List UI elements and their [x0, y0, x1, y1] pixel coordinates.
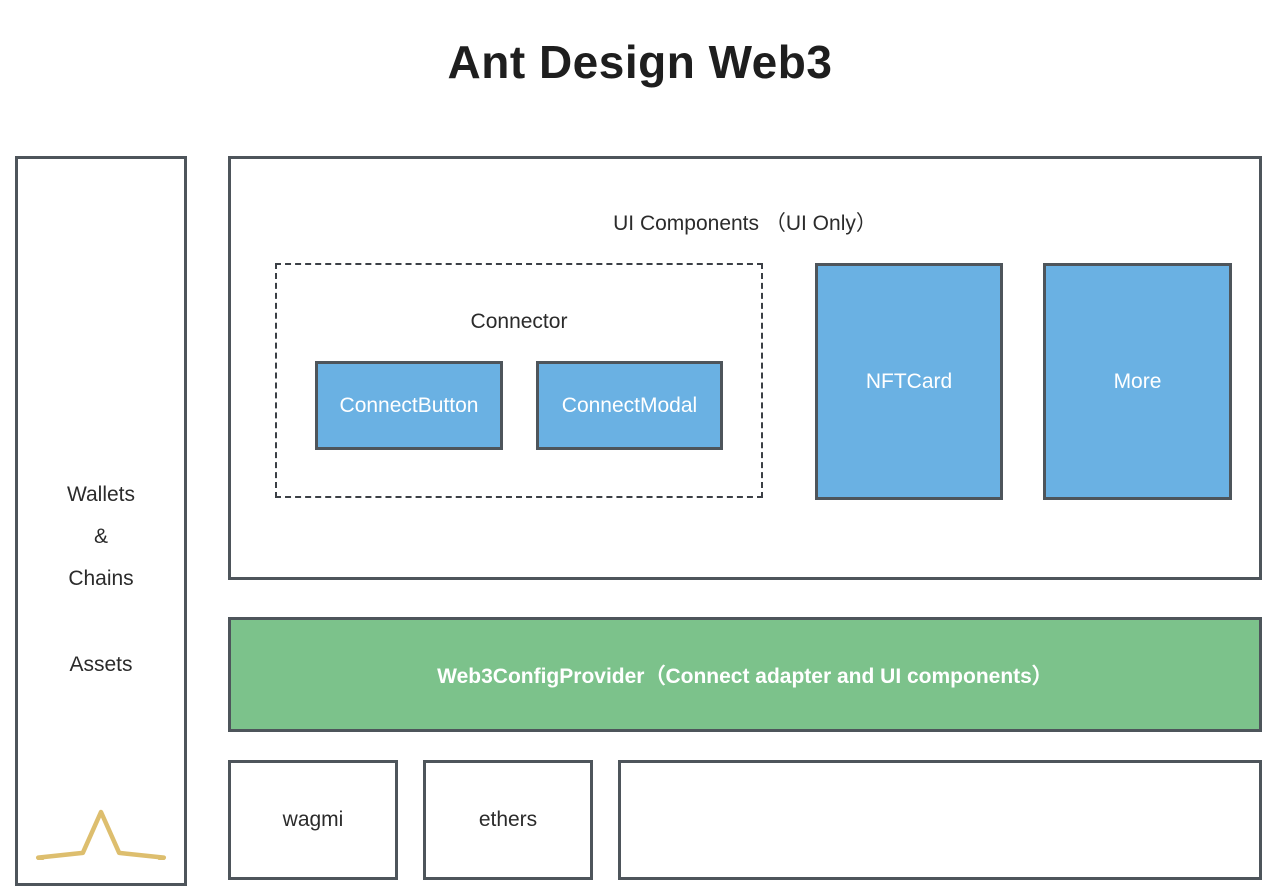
wagmi-label: wagmi	[282, 808, 344, 831]
ui-components-title: UI Components （UI Only）	[613, 212, 877, 235]
nftcard-box: NFTCard	[815, 263, 1003, 500]
adapter-box-empty	[618, 760, 1262, 880]
page-title: Ant Design Web3	[447, 36, 833, 88]
web3-config-provider-label: Web3ConfigProvider（Connect adapter and U…	[437, 664, 1053, 688]
web3-config-provider-bar: Web3ConfigProvider（Connect adapter and U…	[228, 617, 1262, 732]
connector-title: Connector	[470, 310, 568, 333]
connect-modal-label: ConnectModal	[561, 393, 698, 417]
wallets-chains-label-line1: Wallets	[66, 483, 136, 506]
connect-button-box: ConnectButton	[315, 361, 503, 450]
wallets-chains-label: Wallets & Chains	[18, 474, 184, 600]
assets-label: Assets	[69, 653, 133, 676]
ethers-label: ethers	[478, 808, 538, 831]
connect-modal-box: ConnectModal	[536, 361, 723, 450]
connector-group: Connector ConnectButton ConnectModal	[275, 263, 763, 498]
star-icon	[35, 809, 167, 860]
adapter-box-ethers: ethers	[423, 760, 593, 880]
more-box: More	[1043, 263, 1232, 500]
connect-button-label: ConnectButton	[339, 393, 479, 417]
ui-components-panel: UI Components （UI Only） Connector Connec…	[228, 156, 1262, 580]
nftcard-label: NFTCard	[865, 369, 953, 393]
wallets-chains-label-line3: Chains	[68, 567, 134, 590]
wallets-chains-panel: Wallets & Chains Assets	[15, 156, 187, 886]
wallets-chains-label-line2: &	[93, 525, 108, 548]
more-label: More	[1113, 369, 1162, 393]
adapter-box-wagmi: wagmi	[228, 760, 398, 880]
